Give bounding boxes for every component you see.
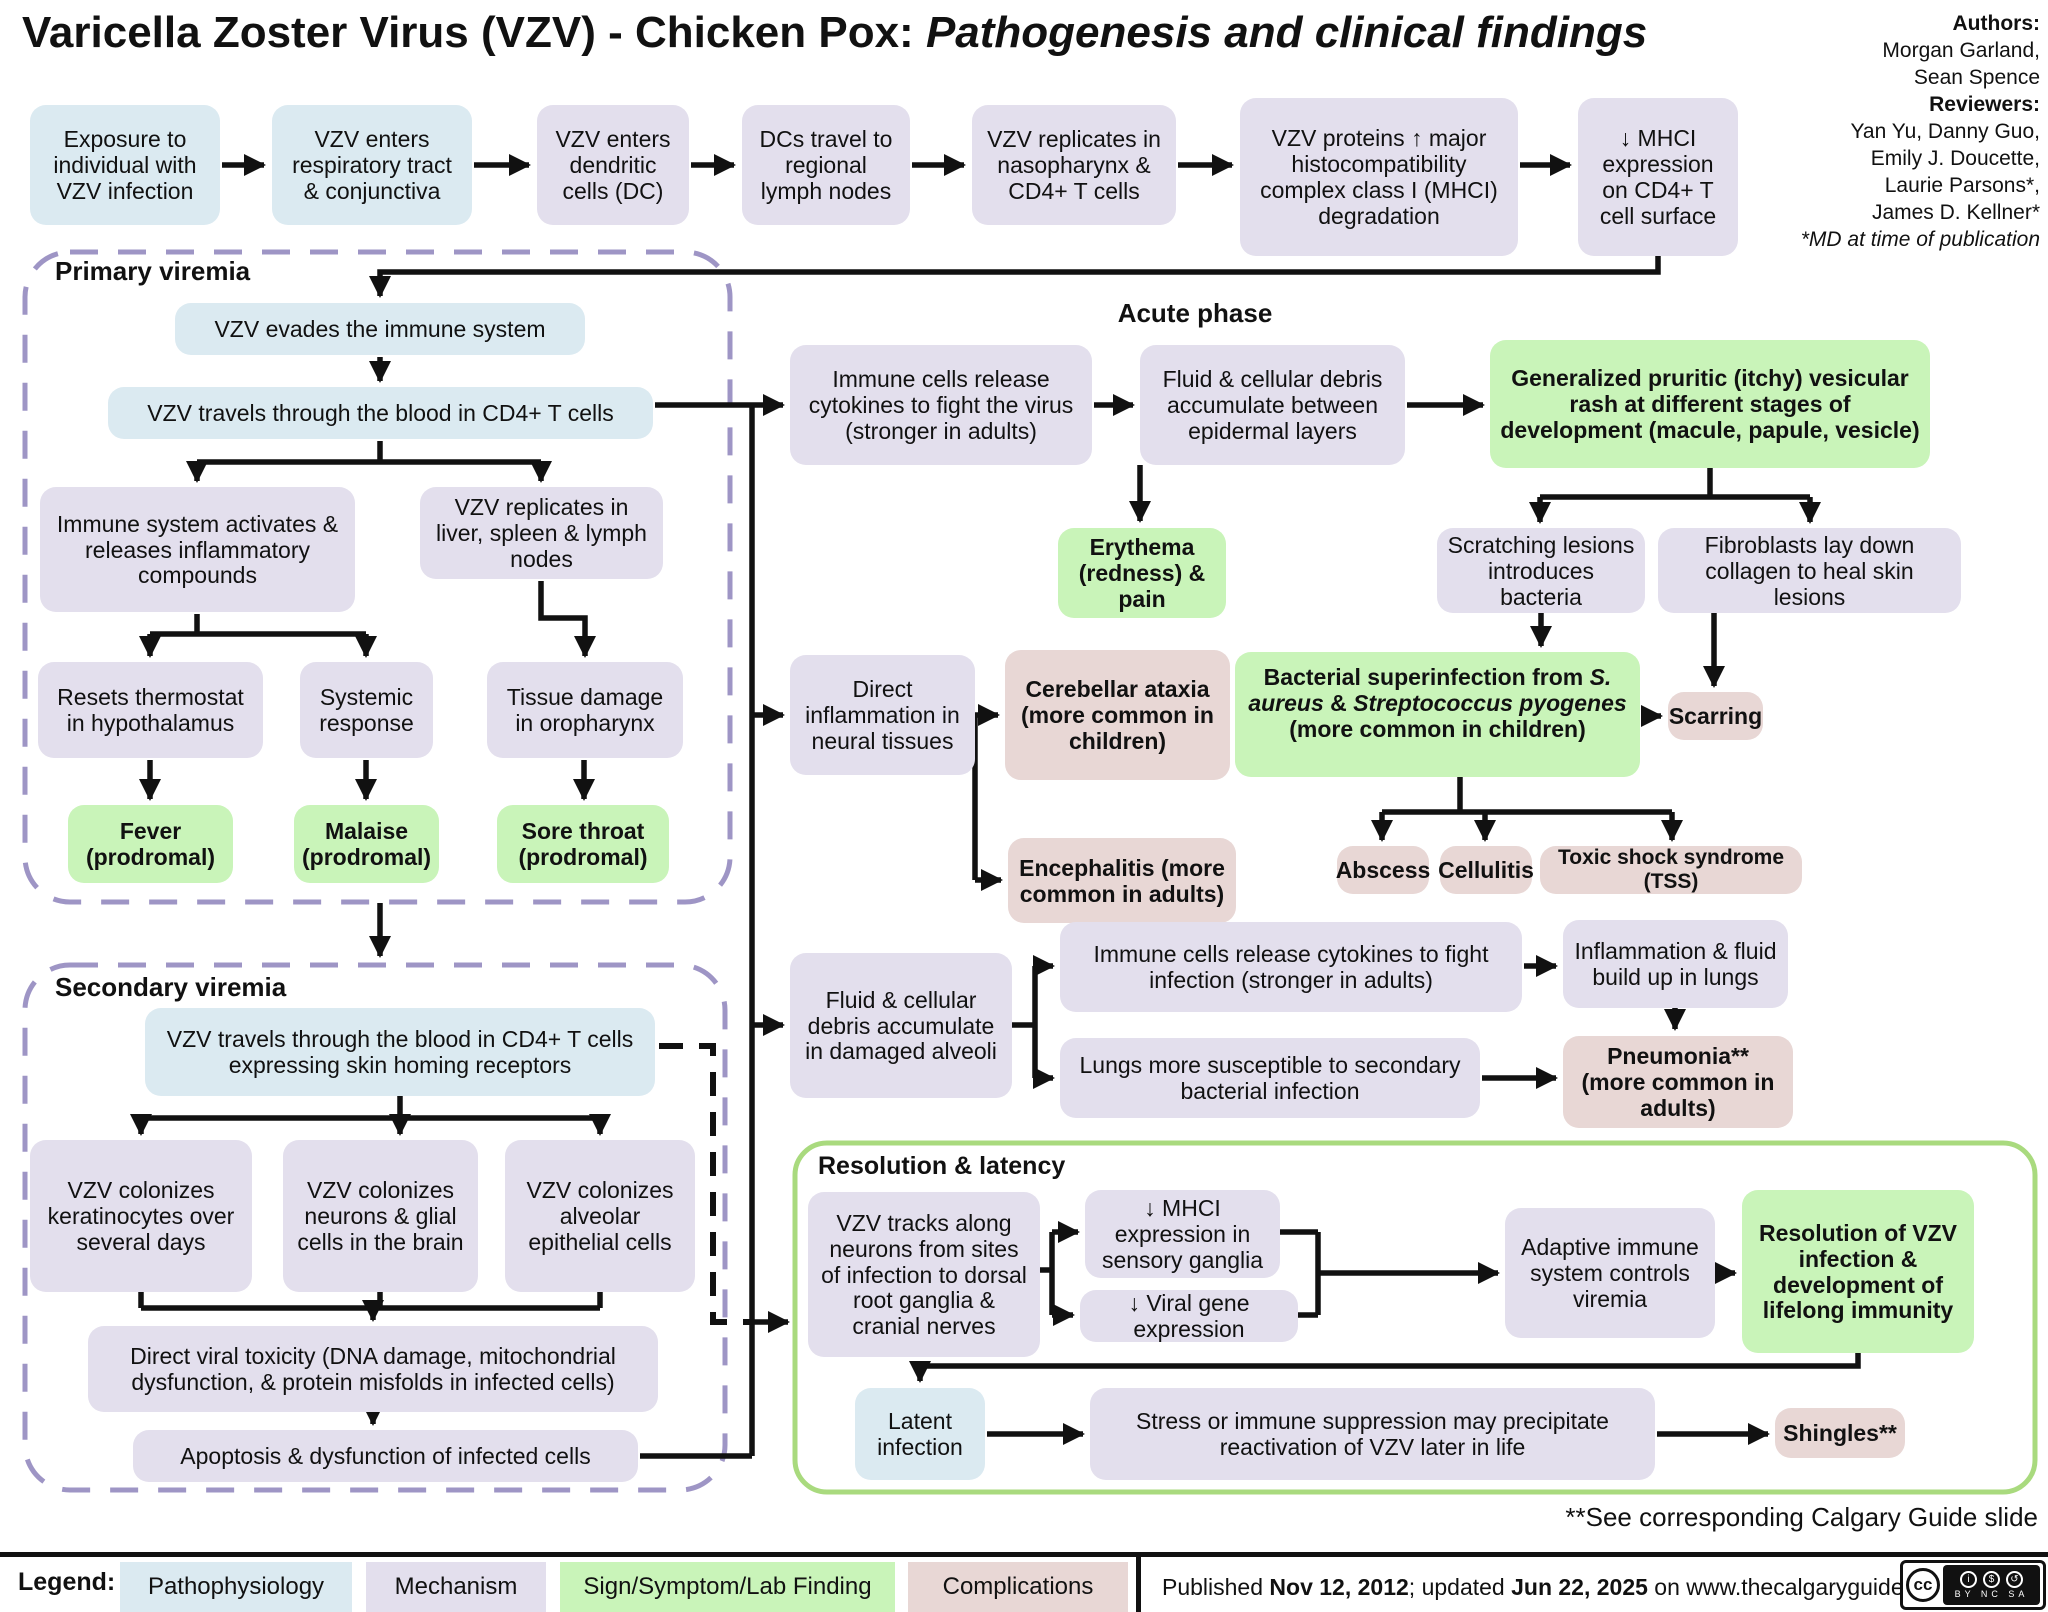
node-evades-immune: VZV evades the immune system — [175, 303, 585, 355]
secondary-viremia-border — [22, 962, 728, 1493]
node-pneumonia: Pneumonia** (more common in adults) — [1563, 1036, 1793, 1128]
node-fluid-epidermal: Fluid & cellular debris accumulate betwe… — [1140, 345, 1405, 465]
cc-by-icon: i — [1960, 1571, 1977, 1588]
node-encephalitis: Encephalitis (more common in adults) — [1008, 838, 1236, 923]
reviewer-name: Yan Yu, Danny Guo, — [1850, 120, 2040, 143]
primary-viremia-border — [22, 249, 733, 905]
node-shingles: Shingles** — [1775, 1408, 1905, 1458]
page-title: Varicella Zoster Virus (VZV) - Chicken P… — [22, 8, 1648, 57]
legend-label: Legend: — [18, 1568, 116, 1596]
node-enters-dendritic: VZV enters dendritic cells (DC) — [537, 105, 689, 225]
section-label-resolution-latency: Resolution & latency — [818, 1152, 1066, 1180]
node-abscess: Abscess — [1336, 846, 1430, 894]
author-name: Sean Spence — [1913, 66, 2040, 89]
node-fluid-alveoli: Fluid & cellular debris accumulate in da… — [790, 953, 1012, 1098]
node-cellulitis: Cellulitis — [1438, 846, 1534, 894]
node-enters-respiratory: VZV enters respiratory tract & conjuncti… — [272, 105, 472, 225]
reviewer-name: Emily J. Doucette, — [1870, 147, 2040, 170]
node-systemic-response: Systemic response — [300, 662, 433, 758]
node-cytokines-virus: Immune cells release cytokines to fight … — [790, 345, 1092, 465]
node-cerebellar-ataxia: Cerebellar ataxia (more common in childr… — [1005, 650, 1230, 780]
node-vzv-tracks-neurons: VZV tracks along neurons from sites of i… — [808, 1192, 1040, 1357]
reviewer-name: James D. Kellner* — [1871, 201, 2040, 224]
node-immune-activates: Immune system activates & releases infla… — [40, 487, 355, 612]
resolution-latency-border — [792, 1140, 2038, 1495]
node-toxic-shock-syndrome: Toxic shock syndrome (TSS) — [1540, 846, 1802, 894]
legend-vertical-divider — [1136, 1557, 1141, 1612]
published-line: Published Nov 12, 2012; updated Jun 22, … — [1162, 1573, 1954, 1600]
legend-item-complications: Complications — [908, 1562, 1128, 1612]
node-tissue-damage-oropharynx: Tissue damage in oropharynx — [487, 662, 683, 758]
node-travels-skin-homing: VZV travels through the blood in CD4+ T … — [145, 1008, 655, 1096]
node-vesicular-rash: Generalized pruritic (itchy) vesicular r… — [1490, 340, 1930, 468]
node-replicates-liver: VZV replicates in liver, spleen & lymph … — [420, 487, 663, 579]
cc-license-panel: i $ ↺ BY NC SA — [1943, 1565, 2040, 1605]
node-mhci-sensory-ganglia: ↓ MHCI expression in sensory ganglia — [1085, 1190, 1280, 1278]
footer-divider-line — [0, 1552, 2048, 1557]
section-label-primary-viremia: Primary viremia — [55, 256, 251, 286]
reviewer-name: Laurie Parsons*, — [1884, 174, 2040, 197]
author-name: Morgan Garland, — [1882, 39, 2040, 62]
node-replicates-nasopharynx: VZV replicates in nasopharynx & CD4+ T c… — [972, 105, 1176, 225]
node-direct-viral-toxicity: Direct viral toxicity (DNA damage, mitoc… — [88, 1326, 658, 1412]
node-colonizes-keratinocytes: VZV colonizes keratinocytes over several… — [30, 1140, 252, 1292]
section-label-secondary-viremia: Secondary viremia — [55, 972, 287, 1002]
node-travels-blood-cd4: VZV travels through the blood in CD4+ T … — [108, 387, 653, 439]
node-apoptosis: Apoptosis & dysfunction of infected cell… — [133, 1430, 638, 1482]
node-resets-thermostat: Resets thermostat in hypothalamus — [38, 662, 263, 758]
node-lungs-susceptible: Lungs more susceptible to secondary bact… — [1060, 1038, 1480, 1118]
cc-license-letters: BY NC SA — [1954, 1589, 2029, 1599]
node-inflammation-lungs: Inflammation & fluid build up in lungs — [1563, 920, 1788, 1008]
md-note: *MD at time of publication — [1800, 228, 2040, 251]
legend-item-mechanism: Mechanism — [366, 1562, 546, 1612]
cc-license-badge: cc i $ ↺ BY NC SA — [1900, 1560, 2046, 1610]
node-scratching-lesions: Scratching lesions introduces bacteria — [1437, 528, 1645, 613]
legend-item-sign-symptom: Sign/Symptom/Lab Finding — [560, 1562, 895, 1612]
node-adaptive-immune: Adaptive immune system controls viremia — [1505, 1208, 1715, 1338]
node-cytokines-infection: Immune cells release cytokines to fight … — [1060, 922, 1522, 1012]
node-mhci-expression-down: ↓ MHCI expression on CD4+ T cell surface — [1578, 98, 1738, 256]
reviewers-label: Reviewers: — [1929, 93, 2040, 116]
node-malaise: Malaise (prodromal) — [294, 805, 439, 883]
node-sore-throat: Sore throat (prodromal) — [497, 805, 669, 883]
node-erythema: Erythema (redness) & pain — [1058, 528, 1226, 618]
node-dc-lymph-nodes: DCs travel to regional lymph nodes — [742, 105, 910, 225]
node-latent-infection: Latent infection — [855, 1388, 985, 1480]
node-colonizes-alveolar: VZV colonizes alveolar epithelial cells — [505, 1140, 695, 1292]
calgary-guide-footnote: **See corresponding Calgary Guide slide — [1565, 1502, 2038, 1532]
cc-logo-icon: cc — [1906, 1568, 1940, 1602]
node-fibroblasts-collagen: Fibroblasts lay down collagen to heal sk… — [1658, 528, 1961, 613]
node-stress-reactivation: Stress or immune suppression may precipi… — [1090, 1388, 1655, 1480]
node-exposure: Exposure to individual with VZV infectio… — [30, 105, 220, 225]
authors-label: Authors: — [1952, 12, 2041, 35]
node-scarring: Scarring — [1668, 692, 1763, 740]
node-direct-inflammation-neural: Direct inflammation in neural tissues — [790, 655, 975, 775]
node-resolution-immunity: Resolution of VZV infection & developmen… — [1742, 1190, 1974, 1353]
section-label-acute-phase: Acute phase — [1117, 298, 1273, 328]
node-mhci-degradation: VZV proteins ↑ major histocompatibility … — [1240, 98, 1518, 256]
legend-item-pathophysiology: Pathophysiology — [120, 1562, 352, 1612]
cc-sa-icon: ↺ — [2006, 1571, 2023, 1588]
node-fever: Fever (prodromal) — [68, 805, 233, 883]
credits-block: Authors: Morgan Garland, Sean Spence Rev… — [1740, 10, 2040, 253]
node-viral-gene-expression: ↓ Viral gene expression — [1080, 1290, 1298, 1342]
node-colonizes-neurons: VZV colonizes neurons & glial cells in t… — [283, 1140, 478, 1292]
cc-nc-icon: $ — [1983, 1571, 2000, 1588]
node-bacterial-superinfection: Bacterial superinfection from S. aureus … — [1235, 652, 1640, 777]
